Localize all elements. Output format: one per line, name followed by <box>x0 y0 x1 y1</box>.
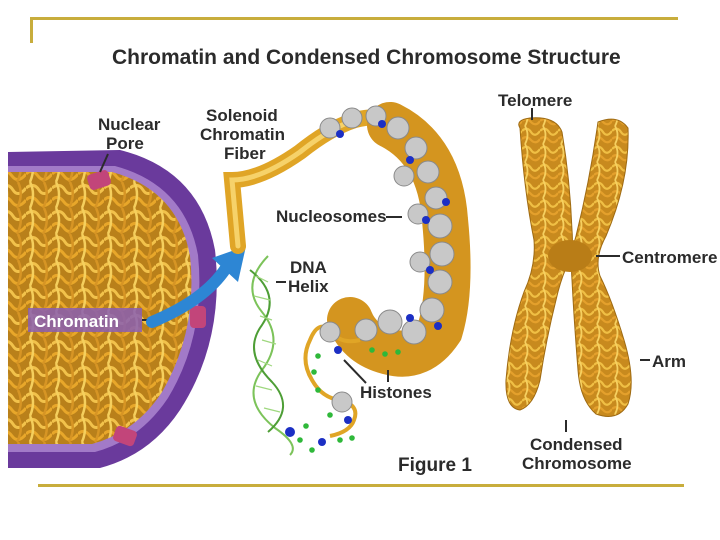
label-dna-line2: Helix <box>288 277 329 296</box>
chromatin-label-backdrop <box>28 308 142 332</box>
label-condensed-line1: Condensed <box>530 435 623 454</box>
label-solenoid-line1: Solenoid <box>206 106 278 125</box>
dna-helix <box>249 255 294 456</box>
label-telomere: Telomere <box>498 91 572 110</box>
nuclear-pore <box>113 425 137 447</box>
label-nuclear-pore-line2: Pore <box>106 134 144 153</box>
nuclear-pore <box>87 170 111 190</box>
condensed-chromosome <box>505 117 632 417</box>
figure-title: Chromatin and Condensed Chromosome Struc… <box>112 46 621 69</box>
frame-bottom-rule <box>38 484 684 487</box>
label-chromatin: Chromatin <box>34 312 119 331</box>
nuclear-pore <box>190 306 206 328</box>
frame-top-rule <box>30 17 678 20</box>
label-nuclear-pore-line1: Nuclear <box>98 115 161 134</box>
expand-arrow <box>146 246 246 328</box>
solenoid-fiber <box>223 102 471 453</box>
leader-line-nuclear-pore <box>99 153 109 173</box>
frame-left-rule <box>30 17 33 43</box>
label-condensed-line2: Chromosome <box>522 454 632 473</box>
label-histones: Histones <box>360 383 432 402</box>
label-solenoid-line3: Fiber <box>224 144 266 163</box>
leader-line-histones-1 <box>343 359 367 384</box>
label-centromere: Centromere <box>622 248 717 267</box>
figure-caption: Figure 1 <box>398 455 472 476</box>
label-dna-line1: DNA <box>290 258 327 277</box>
label-arm: Arm <box>652 352 686 371</box>
label-solenoid-line2: Chromatin <box>200 125 285 144</box>
label-nucleosomes: Nucleosomes <box>276 207 387 226</box>
